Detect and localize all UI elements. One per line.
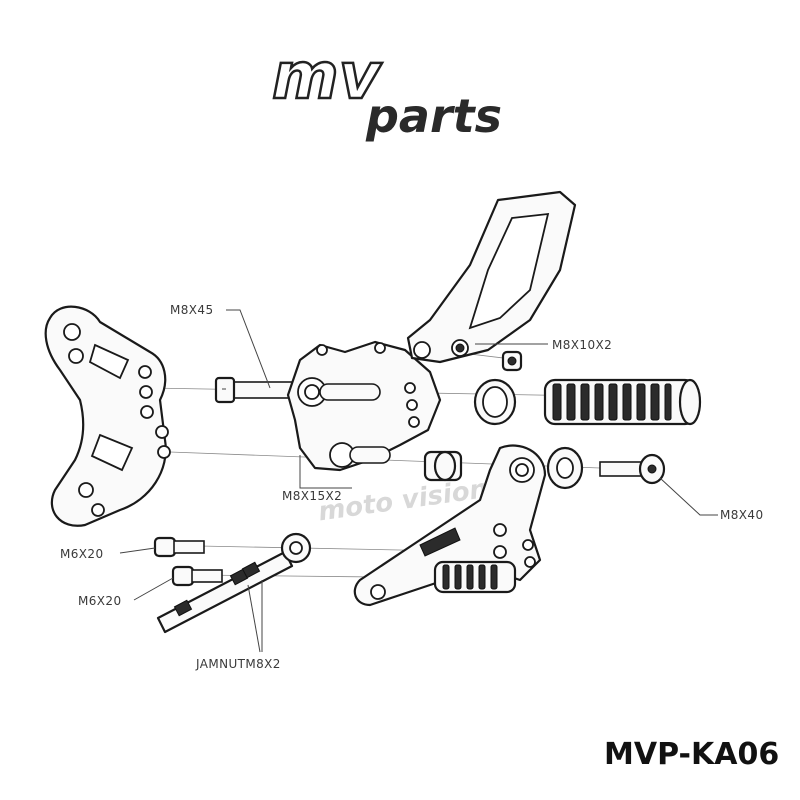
label-m8x45: M8X45 xyxy=(170,303,213,317)
bolt-m8x10 xyxy=(501,350,523,372)
lever-washer xyxy=(546,446,584,490)
lever-tip-peg xyxy=(433,560,517,594)
heel-guard-plate xyxy=(44,305,171,527)
label-m8x40: M8X40 xyxy=(720,508,763,522)
linkage-rod xyxy=(156,532,312,634)
bolt-m6x20-upper xyxy=(153,536,205,558)
label-m6x20-upper: M6X20 xyxy=(60,547,103,561)
label-m8x10x2: M8X10X2 xyxy=(552,338,612,352)
model-code: MVP-KA06 xyxy=(604,737,779,772)
callout-labels: M8X45 M8X10X2 M8X15X2 M8X40 M6X20 M6X20 … xyxy=(60,303,763,671)
label-jamnut: JAMNUTM8X2 xyxy=(195,657,281,671)
bolt-m6x20-lower xyxy=(171,565,223,587)
bearing xyxy=(423,450,463,482)
bolt-m8x40 xyxy=(599,453,666,485)
footpeg xyxy=(543,378,702,426)
mv-parts-logo: mv parts xyxy=(271,39,502,143)
label-m6x20-lower: M6X20 xyxy=(78,594,121,608)
footpeg-hanger xyxy=(406,190,577,364)
logo-mv-letters: mv xyxy=(272,40,383,114)
leader-lines xyxy=(119,309,718,653)
label-m8x15x2: M8X15X2 xyxy=(282,489,342,503)
spacer-ring xyxy=(473,378,517,426)
main-bracket xyxy=(286,340,442,472)
logo-parts-text: parts xyxy=(365,89,502,143)
